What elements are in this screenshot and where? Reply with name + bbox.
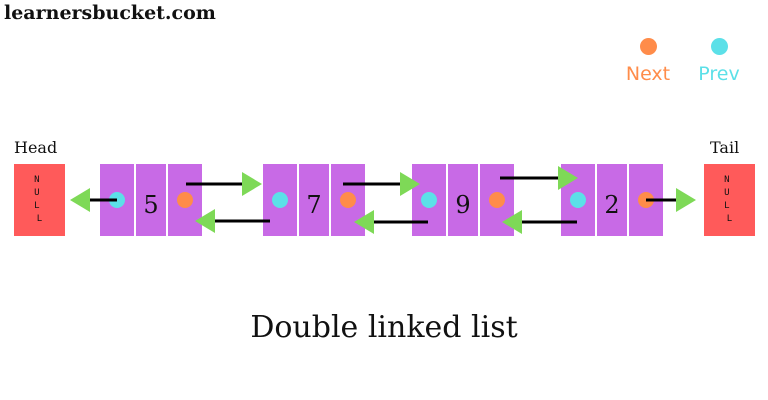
list-node: 9 bbox=[412, 164, 514, 236]
head-null-char: L bbox=[37, 214, 42, 224]
list-node: 2 bbox=[561, 164, 663, 236]
legend-prev: Prev bbox=[693, 38, 745, 85]
head-label: Head bbox=[14, 138, 58, 157]
tail-null-box: N U L L bbox=[704, 164, 755, 236]
arrow-right-icon bbox=[242, 172, 262, 196]
next-arrow bbox=[186, 172, 262, 196]
head-null-char: N bbox=[34, 175, 39, 185]
next-pointer-dot-icon bbox=[489, 192, 505, 208]
arrow-left-icon bbox=[70, 188, 90, 212]
next-pointer-dot-icon bbox=[639, 38, 657, 55]
list-node: 7 bbox=[263, 164, 365, 236]
tail-null-char: L bbox=[724, 201, 729, 211]
prev-pointer-dot-icon bbox=[421, 192, 437, 208]
legend-next: Next bbox=[622, 38, 674, 85]
diagram-caption: Double linked list bbox=[250, 310, 518, 345]
prev-pointer-dot-icon bbox=[710, 38, 728, 55]
next-arrow bbox=[500, 166, 578, 190]
node-value: 7 bbox=[306, 191, 321, 219]
prev-arrow bbox=[70, 188, 117, 212]
next-pointer-dot-icon bbox=[340, 192, 356, 208]
prev-pointer-dot-icon bbox=[272, 192, 288, 208]
node-value: 5 bbox=[143, 191, 158, 219]
head-null-char: U bbox=[34, 188, 39, 198]
next-arrow bbox=[343, 172, 420, 196]
next-arrow bbox=[646, 188, 696, 212]
arrow-left-icon bbox=[195, 209, 215, 233]
prev-pointer-dot-icon bbox=[570, 192, 586, 208]
node-value: 9 bbox=[455, 191, 470, 219]
arrow-right-icon bbox=[558, 166, 578, 190]
tail-null-char: L bbox=[727, 214, 732, 224]
node-value: 2 bbox=[604, 191, 619, 219]
head-null-text: N U L L bbox=[34, 175, 45, 224]
arrow-left-icon bbox=[354, 210, 374, 234]
next-pointer-dot-icon bbox=[177, 192, 193, 208]
arrow-right-icon bbox=[676, 188, 696, 212]
tail-null-char: U bbox=[724, 188, 729, 198]
arrow-left-icon bbox=[502, 210, 522, 234]
tail-null-text: N U L L bbox=[724, 175, 735, 224]
legend-prev-label: Prev bbox=[698, 63, 740, 85]
arrow-right-icon bbox=[400, 172, 420, 196]
watermark: learnersbucket.com bbox=[4, 2, 216, 24]
legend-next-label: Next bbox=[625, 63, 671, 85]
prev-arrow bbox=[354, 210, 428, 234]
head-null-char: L bbox=[34, 201, 39, 211]
head-null-box: N U L L bbox=[14, 164, 65, 236]
tail-label: Tail bbox=[710, 138, 740, 157]
prev-arrow bbox=[195, 209, 270, 233]
prev-arrow bbox=[502, 210, 577, 234]
tail-null-char: N bbox=[724, 175, 729, 185]
